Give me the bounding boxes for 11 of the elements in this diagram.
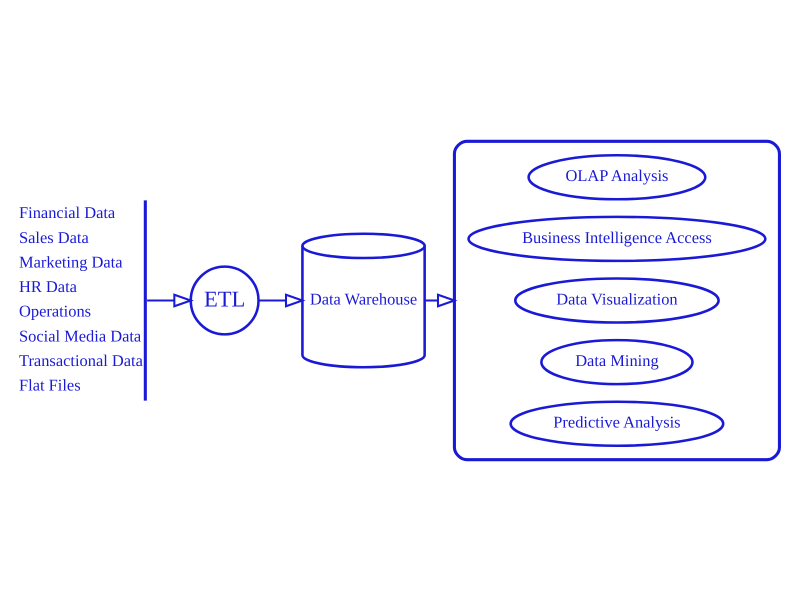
node-ellipse: Data Visualization xyxy=(514,276,720,324)
node-text: Financial Data Sales Data Marketing Data HR Data Operations Social Media Data Transactional Data Flat Files xyxy=(19,202,143,394)
node-circle: ETL xyxy=(189,264,260,336)
node-ellipse: Predictive Analysis xyxy=(509,400,724,447)
arrow xyxy=(147,292,194,308)
node-ellipse: Data Mining xyxy=(540,338,694,385)
cluster xyxy=(452,139,781,461)
node-ellipse: Business Intelligence Access xyxy=(467,215,767,262)
arrow xyxy=(424,292,458,308)
arrow xyxy=(258,292,306,308)
node-ellipse: OLAP Analysis xyxy=(527,153,707,200)
